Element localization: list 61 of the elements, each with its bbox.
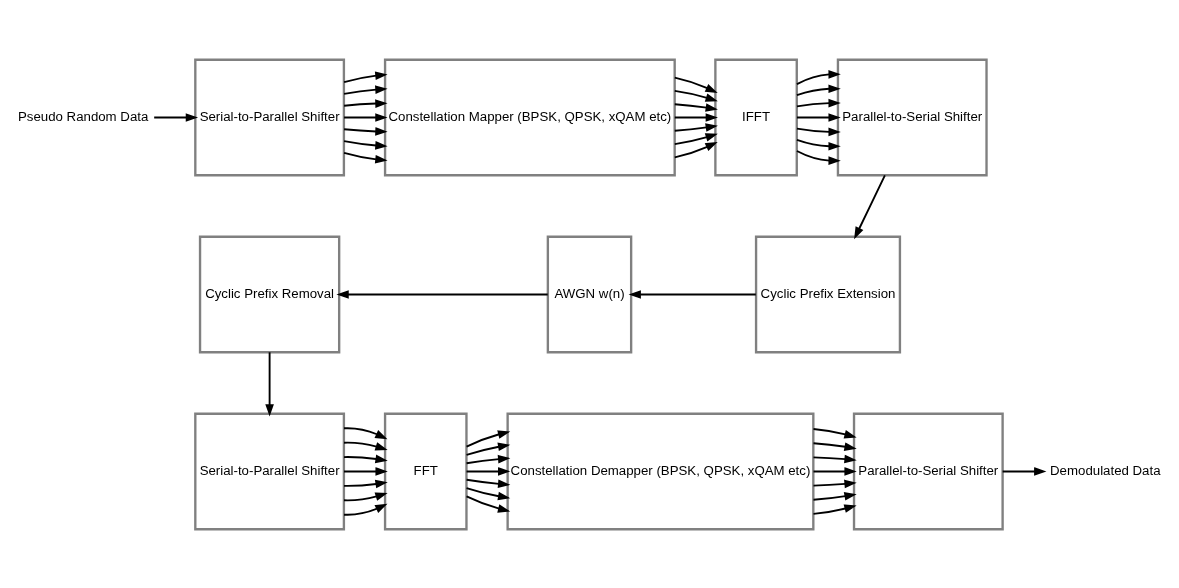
arrow — [343, 112, 388, 122]
node-box: Parallel-to-Serial Shifter — [836, 58, 988, 176]
arrow — [465, 454, 511, 464]
node-box: Cyclic Prefix Removal — [198, 235, 341, 353]
arrow — [673, 102, 718, 112]
arrow — [796, 69, 841, 85]
arrow — [343, 151, 388, 164]
arrow — [673, 112, 718, 122]
node-text: Pseudo Random Data — [17, 108, 149, 124]
node-box: Constellation Demapper (BPSK, QPSK, xQAM etc) — [506, 412, 815, 530]
arrow — [812, 466, 857, 476]
node-box: Serial-to-Parallel Shifter — [194, 58, 346, 176]
arrow — [796, 112, 841, 122]
node-box: Constellation Mapper (BPSK, QPSK, xQAM etc) — [383, 58, 676, 176]
arrow — [465, 486, 511, 500]
arrow — [343, 126, 388, 136]
arrow — [343, 70, 388, 83]
node-box: IFFT — [714, 58, 798, 176]
arrow — [343, 84, 388, 95]
arrow — [343, 466, 388, 476]
node-box: Parallel-to-Serial Shifter — [852, 412, 1004, 530]
node-box: Cyclic Prefix Extension — [754, 235, 902, 353]
node-box: AWGN w(n) — [546, 235, 633, 353]
arrow — [812, 427, 857, 438]
arrow — [465, 478, 511, 488]
arrow — [812, 454, 857, 463]
arrow — [673, 76, 718, 93]
arrow — [854, 173, 886, 239]
arrow — [796, 127, 841, 136]
arrow — [153, 112, 199, 122]
arrow — [796, 138, 841, 151]
arrow — [628, 289, 757, 299]
arrow — [796, 149, 841, 165]
arrow — [336, 289, 549, 299]
node-box: Serial-to-Parallel Shifter — [194, 412, 346, 530]
node-box: FFT — [383, 412, 468, 530]
arrow — [812, 504, 857, 515]
arrow — [343, 503, 388, 516]
arrow — [673, 122, 718, 132]
arrow — [465, 442, 511, 456]
arrow — [1001, 466, 1047, 476]
arrow — [812, 479, 857, 488]
arrow — [343, 98, 388, 108]
arrow — [465, 466, 511, 476]
arrow — [673, 89, 718, 102]
arrow — [343, 492, 388, 501]
arrow — [465, 429, 511, 448]
node-text: Demodulated Data — [1050, 462, 1161, 478]
arrow — [465, 494, 511, 513]
arrow — [796, 83, 841, 96]
arrow — [343, 139, 388, 150]
arrow — [343, 441, 388, 450]
arrow — [343, 479, 388, 488]
arrow — [343, 454, 388, 463]
arrow — [812, 491, 857, 501]
arrow — [673, 141, 718, 158]
arrow — [265, 350, 274, 417]
arrow — [343, 426, 388, 439]
arrow — [673, 132, 718, 145]
arrow — [812, 441, 857, 451]
arrow — [796, 98, 841, 107]
